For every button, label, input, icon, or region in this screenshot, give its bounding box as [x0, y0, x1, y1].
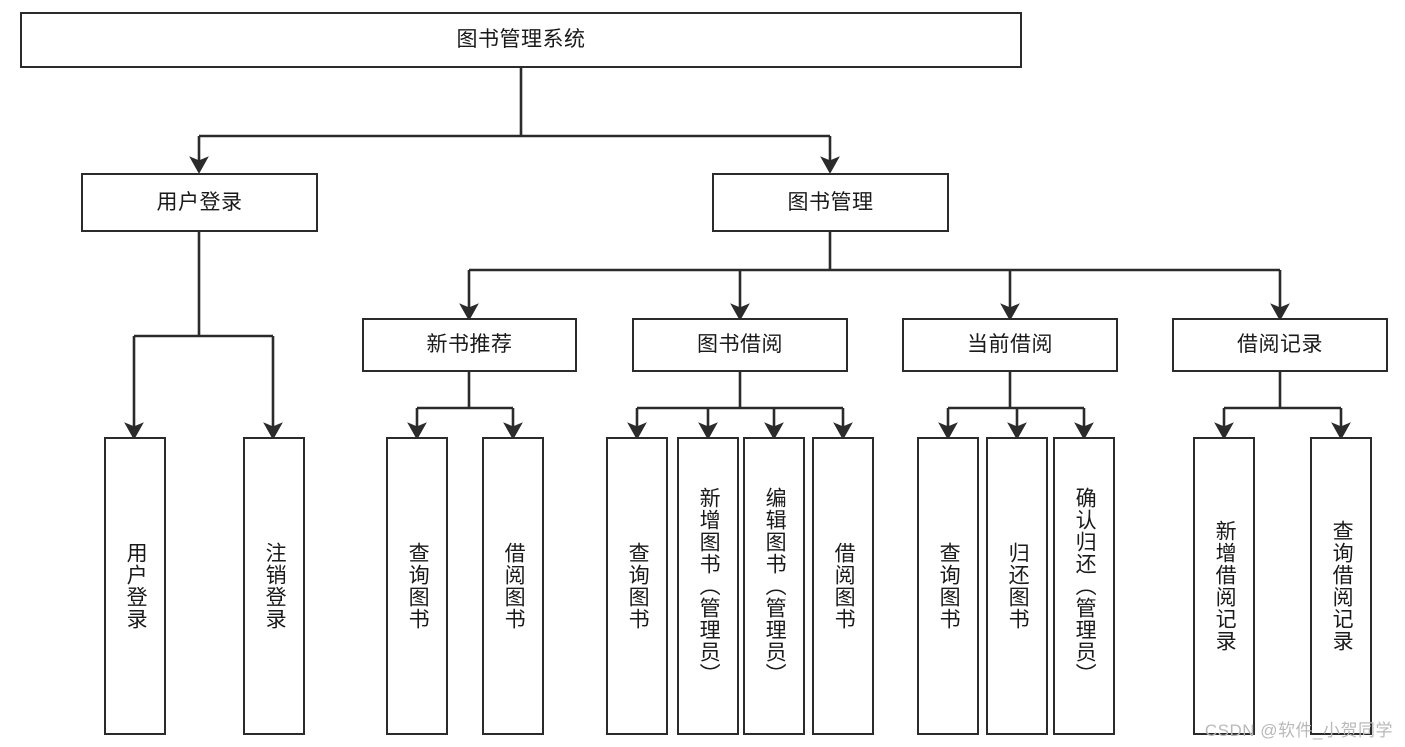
node-leaf-confirm-return-admin-label: 确认归还（管理员）: [1073, 487, 1097, 685]
node-book-borrow-label: 图书借阅: [697, 333, 783, 357]
node-leaf-user-login[interactable]: 用户登录: [104, 437, 166, 735]
node-leaf-user-login-label: 用户登录: [124, 542, 148, 630]
node-leaf-query-book-2[interactable]: 查询图书: [606, 437, 668, 735]
node-leaf-borrow-book-2-label: 借阅图书: [832, 542, 856, 630]
node-leaf-confirm-return-admin[interactable]: 确认归还（管理员）: [1053, 437, 1115, 735]
node-leaf-query-book-2-label: 查询图书: [626, 542, 650, 630]
node-leaf-borrow-book-2[interactable]: 借阅图书: [812, 437, 874, 735]
node-leaf-query-book-1[interactable]: 查询图书: [386, 437, 448, 735]
node-leaf-edit-book-admin-label: 编辑图书（管理员）: [763, 487, 787, 685]
node-leaf-query-book-3[interactable]: 查询图书: [917, 437, 979, 735]
csdn-watermark: CSDN @软件_小贺同学: [1204, 721, 1393, 740]
node-leaf-query-borrow-record-label: 查询借阅记录: [1330, 520, 1354, 652]
node-book-manage-label: 图书管理: [787, 190, 874, 214]
node-leaf-add-borrow-record-label: 新增借阅记录: [1213, 520, 1237, 652]
node-leaf-logout-login[interactable]: 注销登录: [243, 437, 305, 735]
node-book-borrow[interactable]: 图书借阅: [632, 318, 848, 372]
node-borrow-record-label: 借阅记录: [1237, 333, 1323, 357]
node-leaf-logout-login-label: 注销登录: [263, 542, 287, 630]
node-leaf-add-book-admin-label: 新增图书（管理员）: [697, 487, 721, 685]
node-leaf-edit-book-admin[interactable]: 编辑图书（管理员）: [743, 437, 805, 735]
node-root-system[interactable]: 图书管理系统: [20, 12, 1022, 68]
node-leaf-return-book[interactable]: 归还图书: [986, 437, 1048, 735]
node-leaf-query-borrow-record[interactable]: 查询借阅记录: [1310, 437, 1372, 735]
node-leaf-return-book-label: 归还图书: [1006, 542, 1030, 630]
node-current-borrow[interactable]: 当前借阅: [902, 318, 1118, 372]
node-book-manage[interactable]: 图书管理: [712, 173, 949, 232]
node-user-login-label: 用户登录: [156, 190, 243, 214]
node-root-system-label: 图书管理系统: [456, 28, 586, 52]
node-leaf-borrow-book-1-label: 借阅图书: [502, 542, 526, 630]
node-user-login[interactable]: 用户登录: [81, 173, 318, 232]
node-leaf-query-book-1-label: 查询图书: [406, 542, 430, 630]
node-leaf-borrow-book-1[interactable]: 借阅图书: [482, 437, 544, 735]
node-borrow-record[interactable]: 借阅记录: [1172, 318, 1388, 372]
node-leaf-add-borrow-record[interactable]: 新增借阅记录: [1193, 437, 1255, 735]
node-new-book-recommend-label: 新书推荐: [426, 333, 513, 357]
node-leaf-add-book-admin[interactable]: 新增图书（管理员）: [677, 437, 739, 735]
node-new-book-recommend[interactable]: 新书推荐: [362, 318, 577, 372]
node-leaf-query-book-3-label: 查询图书: [937, 542, 961, 630]
node-current-borrow-label: 当前借阅: [967, 333, 1053, 357]
